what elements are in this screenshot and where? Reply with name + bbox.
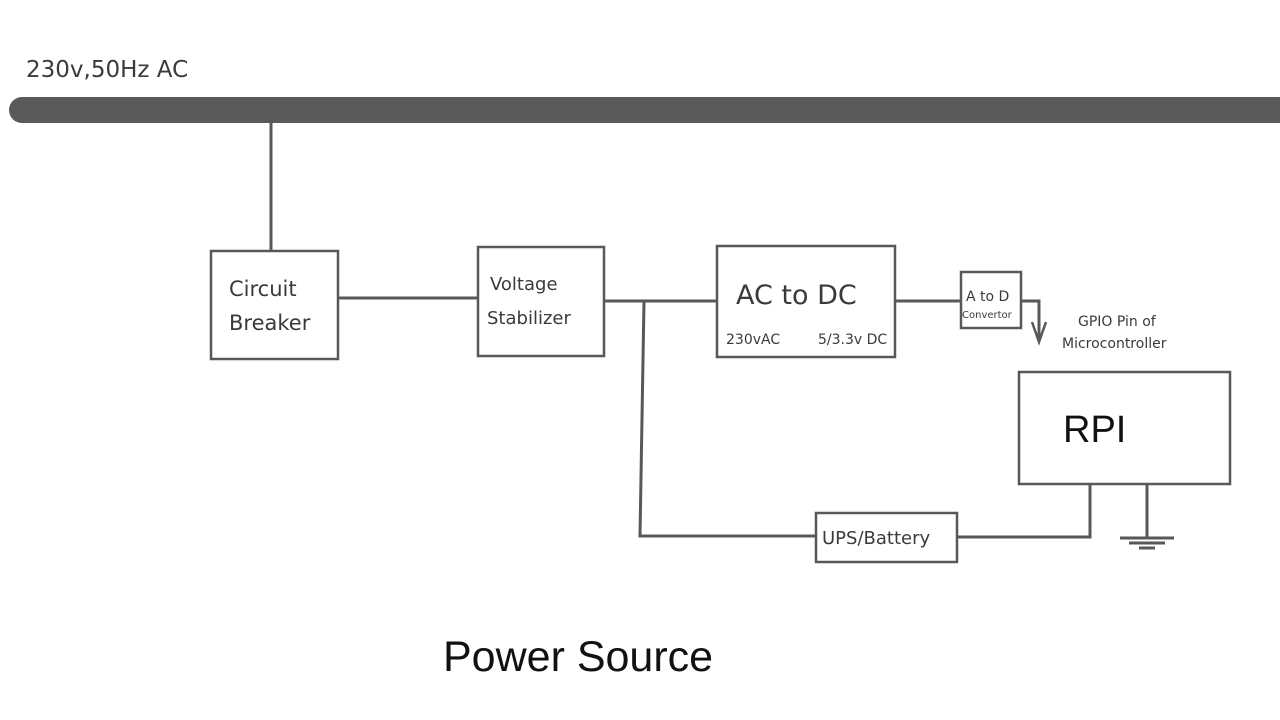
circuit-breaker-label-2: Breaker (229, 311, 311, 335)
a-to-d-convertor-block: A to D Convertor (959, 270, 1023, 330)
ups-battery-block: UPS/Battery (814, 511, 959, 564)
gpio-label-2: Microcontroller (1062, 336, 1167, 352)
wire-ups-to-rpi (957, 484, 1092, 539)
ground-icon (1120, 536, 1174, 550)
ac-to-dc-input-label: 230vAC (726, 332, 780, 348)
voltage-stabilizer-label-2: Stabilizer (487, 308, 571, 329)
rpi-block: RPI (1017, 370, 1232, 486)
ac-to-dc-block: AC to DC 230vAC 5/3.3v DC (715, 244, 897, 359)
gpio-arrow-icon (1021, 299, 1048, 346)
rpi-label: RPI (1063, 409, 1126, 451)
voltage-stabilizer-block: Voltage Stabilizer (476, 245, 606, 358)
a-to-d-label-2: Convertor (962, 310, 1013, 321)
voltage-stabilizer-label-1: Voltage (490, 274, 558, 295)
circuit-breaker-label-1: Circuit (229, 277, 297, 301)
ups-battery-label: UPS/Battery (822, 528, 930, 549)
ac-to-dc-output-label: 5/3.3v DC (818, 332, 887, 348)
wire-stabilizer-to-ups (638, 300, 816, 538)
a-to-d-label-1: A to D (966, 289, 1009, 305)
supply-label: 230v,50Hz AC (26, 57, 188, 83)
ac-to-dc-title: AC to DC (736, 280, 857, 311)
diagram-caption: Power Source (443, 633, 713, 681)
circuit-breaker-block: Circuit Breaker (209, 249, 340, 361)
gpio-label-1: GPIO Pin of (1078, 314, 1157, 330)
